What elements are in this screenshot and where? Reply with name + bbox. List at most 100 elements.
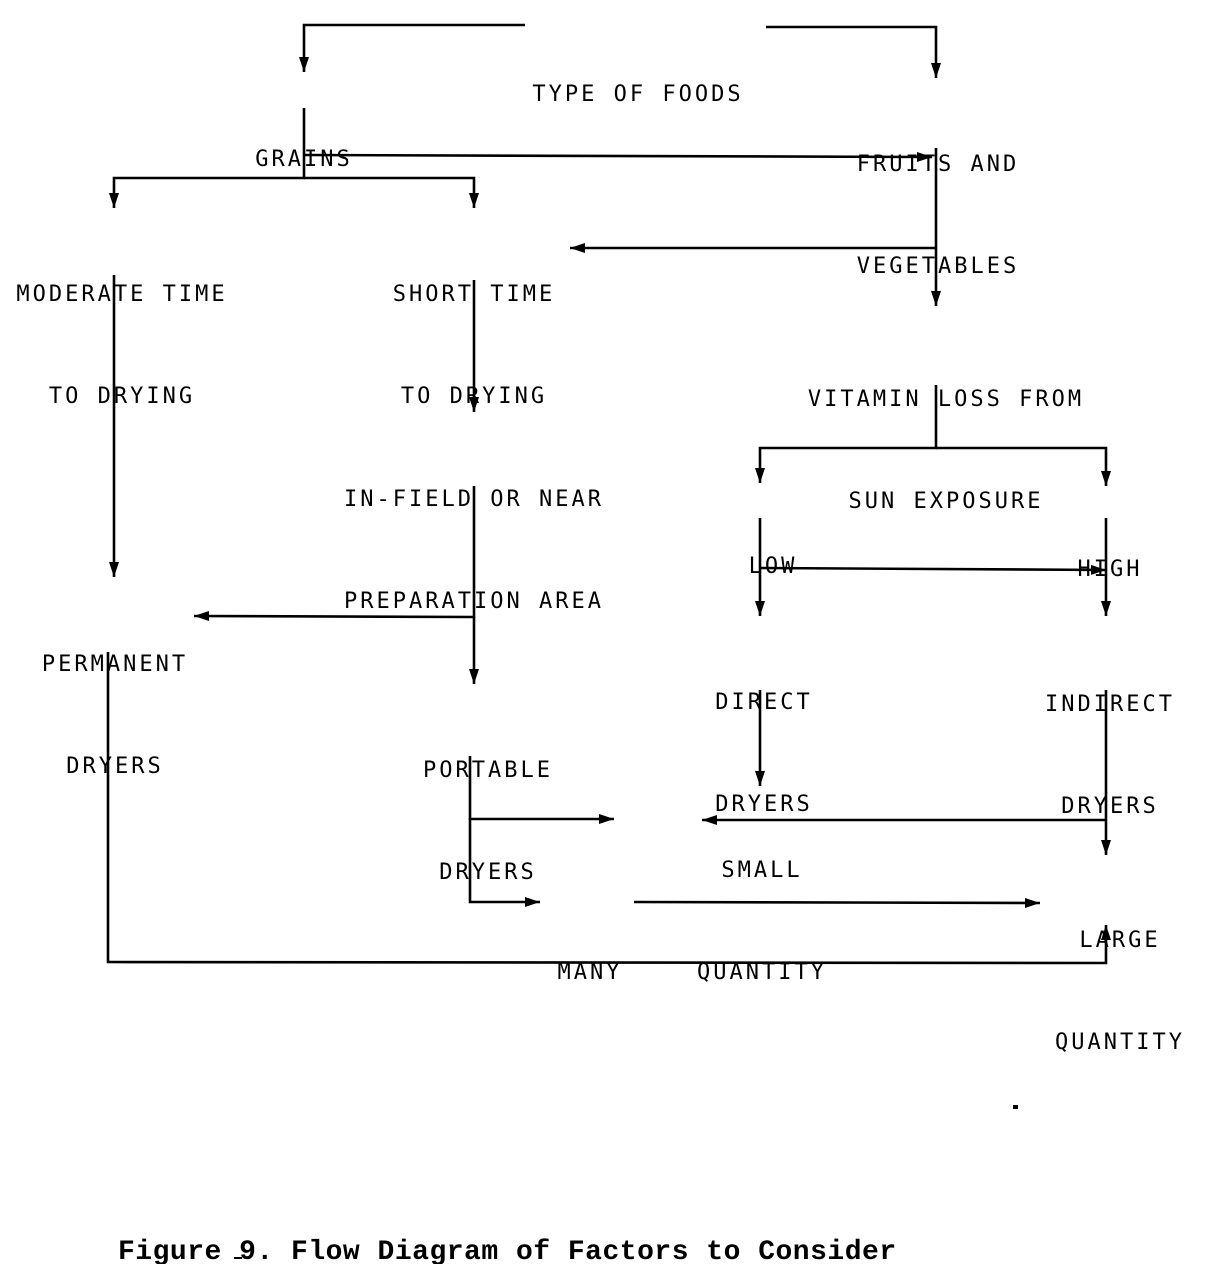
node-label-line: PORTABLE bbox=[423, 758, 553, 783]
edge-line bbox=[468, 756, 540, 904]
edge-low-to-high bbox=[759, 564, 1107, 575]
node-label-line: HIGH bbox=[1077, 557, 1143, 582]
node-small-quantity: SMALL QUANTITY bbox=[697, 786, 827, 1058]
node-label-line: INDIRECT bbox=[1045, 692, 1175, 717]
node-type-of-foods: TYPE OF FOODS bbox=[532, 10, 743, 180]
edge-permanent-dryers-to-large-quantity bbox=[106, 652, 1111, 965]
arrowhead-icon bbox=[109, 562, 119, 577]
node-label-line: DRYERS bbox=[1061, 794, 1159, 819]
edge-low-to-direct-dryers bbox=[755, 518, 765, 616]
arrowhead-icon bbox=[755, 468, 765, 483]
node-label-line: DIRECT bbox=[715, 690, 813, 715]
node-label-line: VITAMIN LOSS FROM bbox=[807, 387, 1085, 412]
node-fruits-and-vegetables: FRUITS AND VEGETABLES bbox=[857, 80, 1019, 352]
node-label-line: TYPE OF FOODS bbox=[532, 82, 744, 107]
edge-line bbox=[766, 25, 938, 78]
edge-line bbox=[633, 900, 1041, 905]
edge-line bbox=[303, 153, 933, 159]
arrowhead-icon bbox=[299, 57, 309, 72]
edge-type-of-foods-to-fruits-and-vegetables bbox=[766, 25, 941, 78]
edge-grains-to-short-time bbox=[304, 176, 479, 208]
scan-speck bbox=[1013, 1105, 1018, 1109]
node-label-line: PREPARATION AREA bbox=[344, 589, 604, 614]
arrowhead-icon bbox=[1101, 471, 1111, 486]
edge-line bbox=[759, 566, 1107, 572]
node-label-line: QUANTITY bbox=[1055, 1030, 1185, 1055]
edge-fruits-and-vegetables-to-short-time bbox=[570, 243, 936, 253]
caption-line-1: Figure 9. Flow Diagram of Factors to Con… bbox=[118, 1237, 897, 1264]
edge-short-time-to-in-field bbox=[469, 280, 479, 412]
node-label-line: DRYERS bbox=[66, 754, 164, 779]
node-grains: GRAINS bbox=[255, 75, 352, 245]
node-label-line: PERMANENT bbox=[41, 652, 189, 677]
node-label-line: QUANTITY bbox=[697, 960, 827, 985]
edge-many-to-large-quantity bbox=[633, 897, 1041, 908]
node-label-line: SMALL bbox=[721, 858, 803, 883]
arrowhead-icon bbox=[1101, 601, 1111, 616]
node-label-line: LOW bbox=[748, 554, 798, 579]
edge-direct-dryers-to-small-quantity bbox=[755, 690, 765, 786]
node-label-line: MODERATE TIME bbox=[16, 282, 228, 307]
node-indirect-dryers: INDIRECT DRYERS bbox=[1045, 620, 1175, 892]
node-label-line: VEGETABLES bbox=[856, 254, 1020, 279]
node-label-line: MANY bbox=[557, 960, 623, 985]
edge-in-field-to-portable-dryers bbox=[469, 617, 479, 684]
edge-portable-dryers-to-many bbox=[468, 756, 540, 907]
node-label-line: SHORT TIME bbox=[392, 282, 556, 307]
arrowhead-icon bbox=[194, 611, 210, 622]
arrowhead-icon bbox=[109, 193, 119, 208]
node-large-quantity: LARGE QUANTITY bbox=[1055, 856, 1185, 1128]
edge-vitamin-loss-to-low bbox=[755, 385, 938, 483]
edge-line bbox=[758, 385, 938, 483]
arrowhead-icon bbox=[755, 771, 765, 786]
node-label-line: SUN EXPOSURE bbox=[848, 489, 1044, 514]
figure-caption: Figure 9. Flow Diagram of Factors to Con… bbox=[118, 1168, 897, 1264]
node-low: LOW bbox=[741, 482, 806, 652]
arrowhead-icon bbox=[1101, 840, 1111, 855]
edge-line bbox=[106, 652, 1108, 965]
edge-indirect-dryers-to-small-quantity bbox=[702, 815, 1106, 825]
node-moderate-time: MODERATE TIME TO DRYING bbox=[16, 210, 227, 482]
node-direct-dryers: DIRECT DRYERS bbox=[715, 618, 812, 890]
node-portable-dryers: PORTABLE DRYERS bbox=[423, 686, 553, 958]
node-label-line: TO DRYING bbox=[48, 384, 196, 409]
edge-line bbox=[302, 23, 525, 72]
node-label-line: FRUITS AND bbox=[856, 152, 1020, 177]
scan-speck bbox=[234, 1257, 242, 1259]
arrowhead-icon bbox=[525, 897, 540, 907]
arrowhead-icon bbox=[469, 193, 479, 208]
node-label-line: LARGE bbox=[1079, 928, 1161, 953]
node-in-field: IN-FIELD OR NEAR PREPARATION AREA bbox=[344, 415, 604, 687]
node-permanent-dryers: PERMANENT DRYERS bbox=[42, 580, 188, 852]
node-high: HIGH bbox=[1078, 485, 1143, 655]
arrowhead-icon bbox=[1090, 564, 1106, 575]
edge-vitamin-loss-to-high bbox=[936, 446, 1111, 486]
arrowhead-icon bbox=[570, 243, 585, 253]
node-label-line: TO DRYING bbox=[400, 384, 548, 409]
node-short-time: SHORT TIME TO DRYING bbox=[393, 210, 555, 482]
node-label-line: DRYERS bbox=[439, 860, 537, 885]
arrowhead-icon bbox=[599, 814, 614, 824]
arrowhead-icon bbox=[1024, 897, 1040, 908]
edge-grains-to-moderate-time bbox=[109, 108, 306, 208]
edge-fruits-and-vegetables-to-vitamin-loss bbox=[931, 148, 941, 306]
node-label-line: DRYERS bbox=[715, 792, 813, 817]
arrowhead-icon bbox=[469, 397, 479, 412]
arrowhead-icon bbox=[755, 601, 765, 616]
arrowhead-icon bbox=[1101, 925, 1111, 940]
edge-grains-to-fruits-and-vegetables bbox=[303, 151, 933, 162]
arrowhead-icon bbox=[916, 151, 932, 162]
arrowhead-icon bbox=[469, 669, 479, 684]
node-label-line: GRAINS bbox=[255, 147, 353, 172]
node-vitamin-loss: VITAMIN LOSS FROM SUN EXPOSURE bbox=[808, 315, 1084, 587]
edge-type-of-foods-to-grains bbox=[299, 23, 525, 72]
edge-moderate-time-to-permanent-dryers bbox=[109, 275, 119, 577]
edge-high-to-indirect-dryers bbox=[1101, 518, 1111, 616]
node-label-line: IN-FIELD OR NEAR bbox=[344, 487, 604, 512]
edge-indirect-dryers-to-large-quantity bbox=[1101, 690, 1111, 855]
arrowhead-icon bbox=[931, 291, 941, 306]
arrowhead-icon bbox=[931, 63, 941, 78]
node-many: MANY bbox=[558, 888, 623, 1058]
